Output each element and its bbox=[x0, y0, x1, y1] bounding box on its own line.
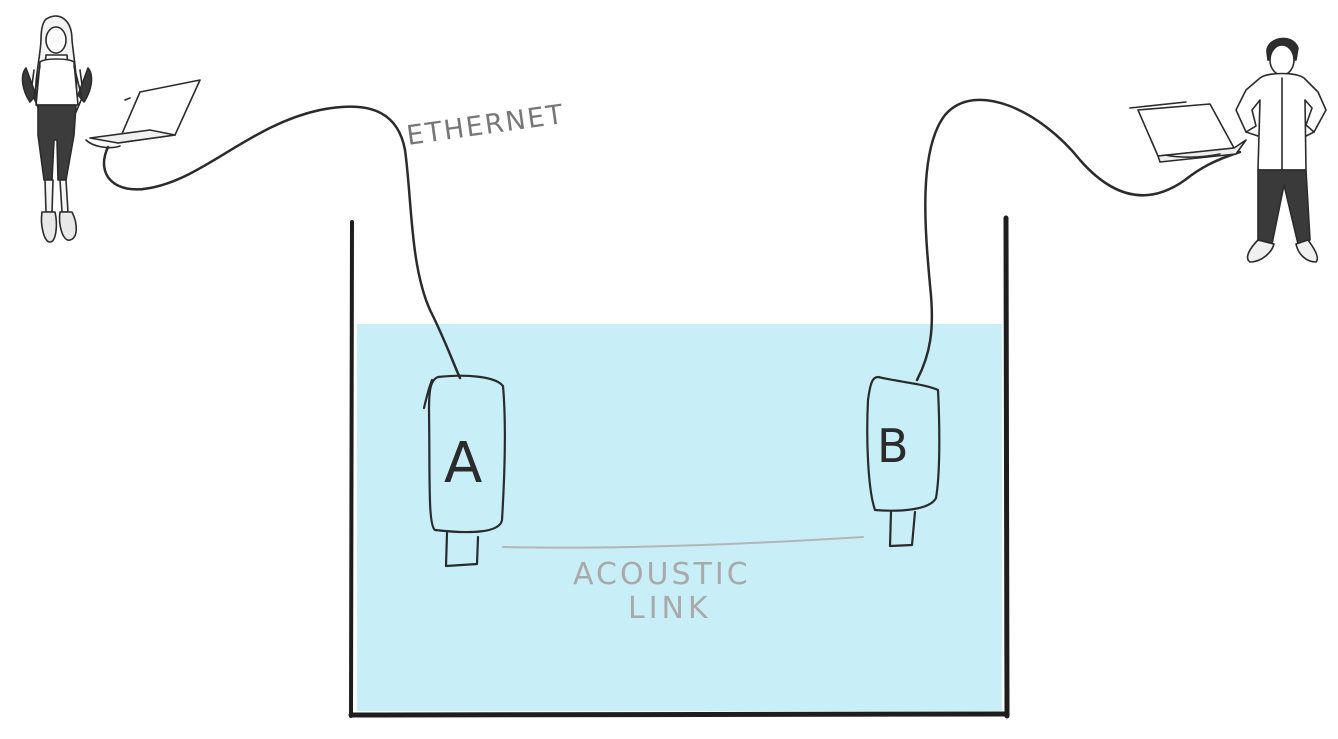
acoustic-link-label-line1: ACOUSTIC bbox=[573, 557, 751, 592]
ethernet-cable-b bbox=[915, 98, 1242, 382]
water-tank bbox=[348, 215, 1010, 719]
man-with-laptop-icon bbox=[1129, 37, 1327, 263]
acoustic-link-label-line2: LINK bbox=[628, 591, 712, 626]
water-body bbox=[357, 324, 1002, 711]
modem-b-label: B bbox=[877, 419, 909, 473]
ethernet-label: ETHERNET bbox=[405, 99, 567, 152]
modem-a bbox=[422, 374, 506, 568]
ethernet-cable-a bbox=[102, 105, 462, 380]
modem-a-label: A bbox=[444, 431, 482, 496]
acoustic-link-line bbox=[502, 536, 864, 549]
woman-with-laptop-icon bbox=[21, 15, 201, 243]
modem-b bbox=[866, 375, 941, 548]
